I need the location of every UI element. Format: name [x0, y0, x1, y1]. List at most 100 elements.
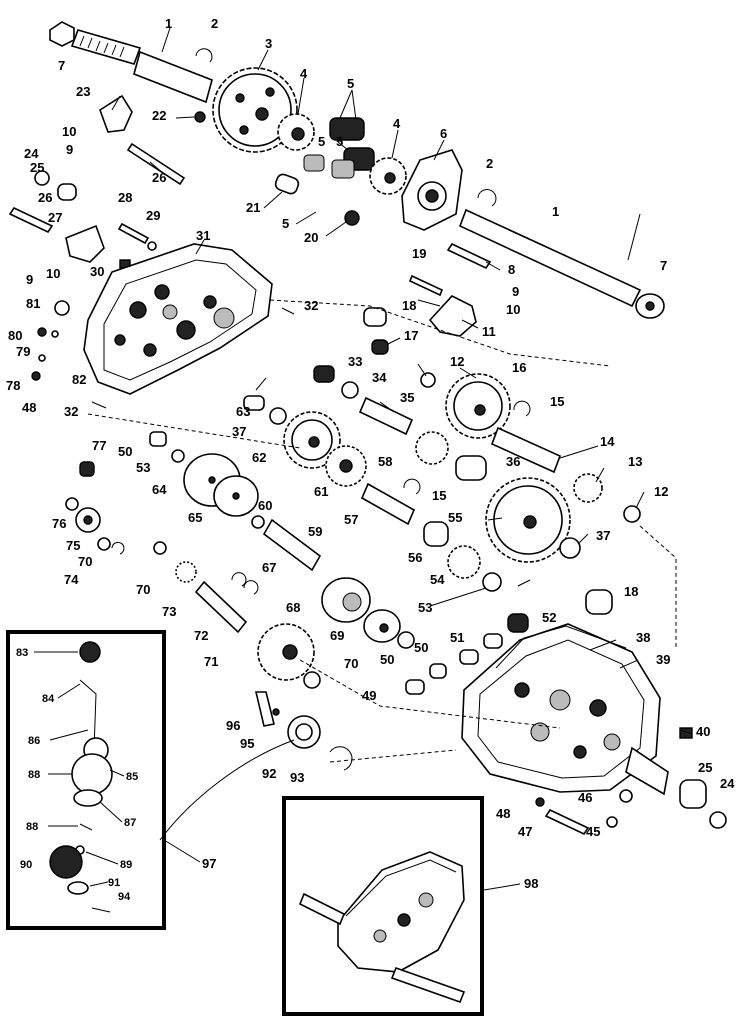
callout: 54 — [430, 572, 445, 587]
callout: 39 — [656, 652, 670, 667]
callout: 92 — [262, 766, 276, 781]
callout: 8 — [508, 262, 515, 277]
callout: 9 — [512, 284, 519, 299]
callout: 28 — [118, 190, 132, 205]
callout: 70 — [78, 554, 92, 569]
callout: 20 — [304, 230, 318, 245]
callout: 93 — [290, 770, 304, 785]
callout: 85 — [126, 771, 138, 783]
callout: 89 — [120, 859, 132, 871]
part-labels: 1 2 3 4 5 5 5 4 6 2 1 7 7 23 22 10 9 24 … — [6, 16, 735, 903]
callout: 48 — [22, 400, 36, 415]
callout: 5 — [318, 134, 325, 149]
callout: 5 — [347, 76, 354, 91]
callout: 67 — [262, 560, 276, 575]
callout: 95 — [240, 736, 254, 751]
callout: 58 — [378, 454, 392, 469]
callout: 37 — [596, 528, 610, 543]
callout: 46 — [578, 790, 592, 805]
callout: 37 — [232, 424, 246, 439]
callout: 12 — [450, 354, 464, 369]
callout: 23 — [76, 84, 90, 99]
callout: 64 — [152, 482, 167, 497]
callout: 50 — [380, 652, 394, 667]
callout: 70 — [136, 582, 150, 597]
callout: 61 — [314, 484, 328, 499]
callout: 15 — [432, 488, 446, 503]
callout: 81 — [26, 296, 40, 311]
callout: 53 — [136, 460, 150, 475]
callout: 16 — [512, 360, 526, 375]
callout: 11 — [482, 324, 496, 339]
callout: 4 — [300, 66, 308, 81]
callout: 17 — [404, 328, 418, 343]
callout: 30 — [90, 264, 104, 279]
callout: 14 — [600, 434, 615, 449]
callout: 27 — [48, 210, 62, 225]
callout: 55 — [448, 510, 462, 525]
callout: 22 — [152, 108, 166, 123]
callout: 26 — [152, 170, 166, 185]
callout: 47 — [518, 824, 532, 839]
callout: 70 — [344, 656, 358, 671]
label-leaders — [111, 27, 693, 735]
callout: 50 — [414, 640, 428, 655]
callout: 9 — [66, 142, 73, 157]
callout: 32 — [64, 404, 78, 419]
callout: 97 — [202, 856, 216, 871]
callout: 94 — [118, 891, 131, 903]
callout: 74 — [64, 572, 79, 587]
callout: 10 — [46, 266, 60, 281]
callout: 38 — [636, 630, 650, 645]
callout: 5 — [336, 134, 343, 149]
callout: 57 — [344, 512, 358, 527]
callout: 98 — [524, 876, 538, 891]
callout: 75 — [66, 538, 80, 553]
callout: 40 — [696, 724, 710, 739]
callout: 51 — [450, 630, 464, 645]
callout: 21 — [246, 200, 260, 215]
callout: 9 — [26, 272, 33, 287]
callout: 1 — [552, 204, 559, 219]
callout: 4 — [393, 116, 401, 131]
callout: 87 — [124, 817, 136, 829]
callout: 59 — [308, 524, 322, 539]
callout: 36 — [506, 454, 520, 469]
inset-box-97 — [6, 630, 166, 930]
inset-box-98 — [282, 796, 484, 1016]
callout: 18 — [402, 298, 416, 313]
callout: 7 — [660, 258, 667, 273]
callout: 52 — [542, 610, 556, 625]
callout: 72 — [194, 628, 208, 643]
callout: 25 — [698, 760, 712, 775]
callout: 24 — [24, 146, 39, 161]
callout: 35 — [400, 390, 414, 405]
callout: 69 — [330, 628, 344, 643]
callout: 13 — [628, 454, 642, 469]
callout: 10 — [506, 302, 520, 317]
callout: 88 — [28, 769, 40, 781]
callout: 68 — [286, 600, 300, 615]
callout: 1 — [165, 16, 172, 31]
callout: 65 — [188, 510, 202, 525]
inset-leaders — [34, 651, 521, 891]
callout: 50 — [118, 444, 132, 459]
callout: 83 — [16, 647, 28, 659]
callout: 73 — [162, 604, 176, 619]
parts-artwork — [8, 21, 727, 863]
callout: 15 — [550, 394, 564, 409]
callout: 86 — [28, 735, 40, 747]
callout: 12 — [654, 484, 668, 499]
callout: 24 — [720, 776, 735, 791]
callout: 71 — [204, 654, 218, 669]
callout: 34 — [372, 370, 387, 385]
callout: 88 — [26, 821, 38, 833]
callout: 90 — [20, 859, 32, 871]
callout: 79 — [16, 344, 30, 359]
callout: 60 — [258, 498, 272, 513]
callout: 2 — [211, 16, 218, 31]
callout: 3 — [265, 36, 272, 51]
callout: 49 — [362, 688, 376, 703]
callout: 62 — [252, 450, 266, 465]
